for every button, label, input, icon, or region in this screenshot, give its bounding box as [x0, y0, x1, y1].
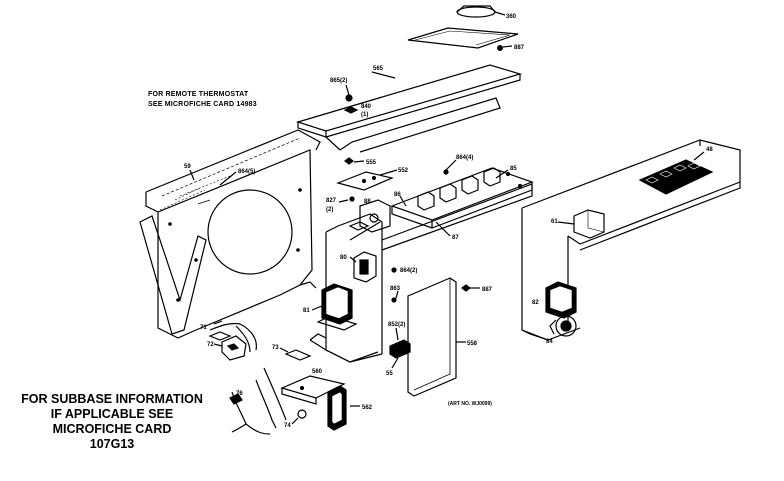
- bracket-560: [280, 375, 346, 399]
- label-827-qty: (2): [326, 207, 333, 213]
- subbase-note-line2: IF APPLICABLE SEE: [50, 407, 174, 421]
- label-840: 840: [361, 104, 372, 110]
- right-chassis: [521, 139, 741, 341]
- label-558: 558: [467, 341, 478, 347]
- label-88: 88: [364, 199, 371, 205]
- label-864-2: 864(2): [400, 268, 417, 274]
- bulkhead-59: [145, 129, 321, 339]
- plate-552: [336, 171, 394, 191]
- grommet-73: [284, 349, 312, 361]
- remote-note-line2: SEE MICROFICHE CARD 14983: [148, 101, 257, 108]
- terminal-80: [353, 251, 377, 283]
- art-number: (ART NO. WJ0099): [448, 401, 492, 407]
- capacitor-82: [545, 281, 577, 319]
- label-86: 86: [394, 192, 401, 198]
- subbase-note-line1: FOR SUBBASE INFORMATION: [21, 392, 203, 406]
- leader-line: [494, 11, 506, 16]
- power-cord-76: [229, 367, 287, 435]
- label-887-right: 887: [482, 287, 493, 293]
- label-360: 360: [506, 14, 517, 20]
- screw-887-icon: [497, 44, 504, 51]
- gasket-plate: [407, 27, 519, 49]
- label-59: 59: [184, 164, 191, 170]
- side-panel-558: [407, 277, 457, 397]
- label-76: 76: [236, 391, 243, 397]
- subbase-note-line4: 107G13: [89, 437, 135, 451]
- label-72: 72: [207, 342, 214, 348]
- wire-harness-71: [208, 320, 257, 353]
- plug-72: [221, 335, 247, 361]
- remote-note-line1: FOR REMOTE THERMOSTAT: [148, 91, 249, 98]
- label-85: 85: [510, 166, 517, 172]
- control-box: [309, 183, 533, 363]
- label-864-5: 864(5): [238, 169, 255, 175]
- label-863: 863: [390, 286, 401, 292]
- label-82: 82: [532, 300, 539, 306]
- bushing-55: [389, 339, 411, 359]
- label-48: 48: [706, 147, 713, 153]
- capacitor-81: [316, 283, 358, 331]
- label-565: 565: [373, 66, 384, 72]
- label-80: 80: [340, 255, 347, 261]
- screw-865-icon: [345, 94, 353, 102]
- motor-84: [549, 315, 577, 337]
- label-84: 84: [546, 339, 553, 345]
- label-61: 61: [551, 219, 558, 225]
- terminal-block-48: [638, 159, 714, 195]
- label-552: 552: [398, 168, 409, 174]
- relay-88: [348, 199, 391, 233]
- v-bracket: [139, 215, 207, 335]
- label-865-2: 865(2): [330, 78, 347, 84]
- label-864-4: 864(4): [456, 155, 473, 161]
- part-360-cap: [456, 5, 496, 18]
- label-887-top: 887: [514, 45, 525, 51]
- label-827: 827: [326, 198, 337, 204]
- label-562: 562: [362, 405, 373, 411]
- label-840-qty: (1): [361, 112, 368, 118]
- label-852: 852(2): [388, 322, 405, 328]
- label-71: 71: [200, 325, 207, 331]
- label-74: 74: [284, 423, 291, 429]
- label-560: 560: [312, 369, 323, 375]
- top-cover-565: [295, 64, 523, 153]
- subbase-info-note: FOR SUBBASE INFORMATION IF APPLICABLE SE…: [6, 392, 218, 452]
- subbase-note-line3: MICROFICHE CARD: [52, 422, 172, 436]
- label-81: 81: [303, 308, 310, 314]
- plug-74-icon: [297, 409, 307, 419]
- cover-562: [327, 385, 347, 431]
- clip-840: [343, 106, 359, 114]
- control-panel-85: [390, 167, 534, 229]
- remote-thermostat-note: FOR REMOTE THERMOSTAT SEE MICROFICHE CAR…: [148, 90, 257, 110]
- component-61: [573, 209, 605, 239]
- label-555: 555: [366, 160, 377, 166]
- label-55: 55: [386, 371, 393, 377]
- label-73: 73: [272, 345, 279, 351]
- label-87: 87: [452, 235, 459, 241]
